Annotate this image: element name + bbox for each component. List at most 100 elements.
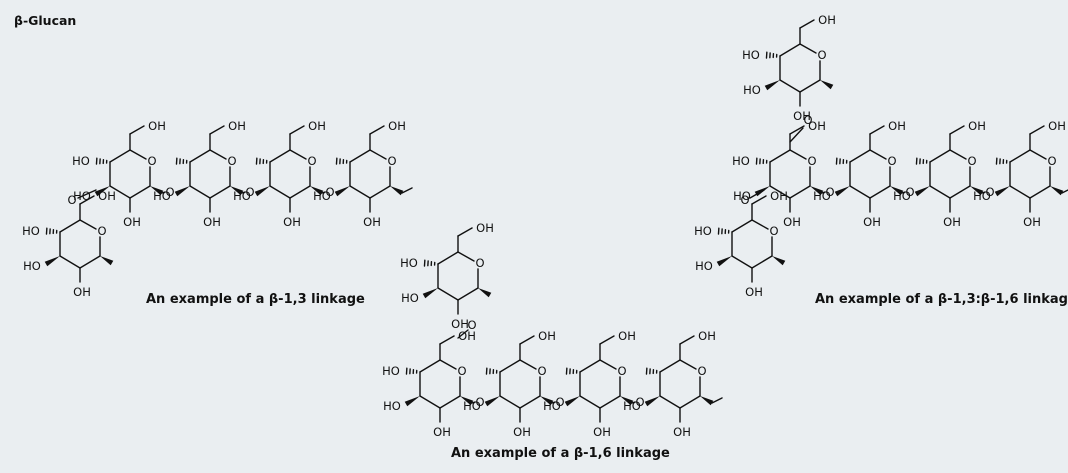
wedge-bond — [810, 186, 824, 196]
bond — [369, 185, 391, 199]
atom-label-o: O — [165, 185, 174, 199]
caption-beta-1-3-1-6: An example of a β-1,3:β-1,6 linkag — [815, 292, 1068, 307]
bond — [109, 185, 131, 199]
bond — [269, 149, 291, 163]
atom-label-oh: OH — [73, 285, 91, 299]
atom-label-oh: OH — [745, 285, 763, 299]
atom-label-o: O — [537, 364, 546, 378]
bond — [749, 189, 765, 199]
atom-label-oh: OH — [308, 119, 326, 133]
bond — [789, 149, 807, 160]
atom-label-ho: HO — [694, 224, 712, 238]
atom-label-ho: HO — [463, 399, 481, 413]
atom-label-ho: HO — [813, 189, 831, 203]
atom-label-oh: OH — [433, 425, 451, 439]
bond — [129, 149, 147, 160]
atom-label-oh: OH — [888, 119, 906, 133]
bond — [289, 125, 305, 135]
bond — [869, 185, 891, 199]
bond — [269, 185, 291, 199]
atom-label-o: O — [227, 154, 236, 168]
atom-label-ho: HO — [383, 399, 401, 413]
atom-label-o: O — [697, 364, 706, 378]
atom-label-oh: OH — [783, 215, 801, 229]
bond — [499, 395, 521, 409]
bond — [437, 287, 459, 301]
bond — [349, 185, 371, 199]
atom-label-oh: OH — [673, 425, 691, 439]
bond — [401, 187, 413, 194]
bond — [289, 149, 307, 160]
bond — [579, 395, 601, 409]
atom-label-oh: OH — [808, 119, 826, 133]
atom-label-o: O — [147, 154, 156, 168]
wedge-bond — [970, 186, 984, 196]
bond — [439, 359, 457, 370]
bond — [751, 219, 769, 230]
wedge-bond — [914, 186, 930, 197]
bond — [349, 149, 371, 163]
bond — [109, 149, 131, 163]
caption-beta-1-6: An example of a β-1,6 linkage — [451, 446, 670, 461]
bond — [519, 335, 535, 345]
wedge-bond — [150, 186, 164, 196]
bond — [419, 395, 441, 409]
wedge-bond — [772, 256, 786, 266]
beta-1-3-1-6-linkage-structure: OOHHOHOOHOOOHHOOHOOOHHOOHOOOHHOOHOOOHHOH… — [694, 13, 1068, 299]
bond — [659, 359, 681, 373]
atom-label-ho: HO — [733, 189, 751, 203]
bond — [161, 191, 166, 194]
bond — [631, 401, 636, 404]
wedge-bond — [834, 186, 850, 197]
atom-label-o: O — [967, 154, 976, 168]
atom-label-oh: OH — [593, 425, 611, 439]
bond — [579, 359, 601, 373]
bond — [1061, 189, 1068, 194]
atom-label-ho: HO — [893, 189, 911, 203]
wedge-bond — [44, 256, 60, 267]
bond — [751, 195, 767, 205]
bond — [1029, 125, 1045, 135]
bond — [289, 185, 311, 199]
bond — [519, 395, 541, 409]
wedge-bond — [460, 396, 474, 406]
wedge-bond — [564, 396, 580, 407]
atom-label-ho: HO — [401, 291, 419, 305]
atom-label-o: O — [475, 256, 484, 270]
atom-label-o: O — [1047, 154, 1056, 168]
atom-label-oh: OH — [770, 189, 788, 203]
bond — [599, 395, 621, 409]
bond — [77, 189, 97, 199]
bond — [439, 335, 455, 345]
bond — [679, 395, 701, 409]
bond — [711, 397, 723, 404]
atom-label-oh: OH — [388, 119, 406, 133]
atom-label-oh: OH — [476, 221, 494, 235]
bond — [849, 185, 871, 199]
bond — [1029, 149, 1047, 160]
bond — [189, 185, 211, 199]
wedge-bond — [700, 396, 714, 406]
bond — [189, 149, 211, 163]
wedge-bond — [94, 186, 110, 197]
bond — [769, 185, 791, 199]
wedge-bond — [484, 396, 500, 407]
bond — [209, 149, 227, 160]
bond — [437, 251, 459, 265]
atom-label-o: O — [387, 154, 396, 168]
atom-label-ho: HO — [153, 189, 171, 203]
atom-label-oh: OH — [513, 425, 531, 439]
bond — [79, 195, 95, 205]
bond — [519, 359, 537, 370]
bond — [129, 125, 145, 135]
bond — [1009, 149, 1031, 163]
atom-label-oh: OH — [698, 329, 716, 343]
wedge-bond — [820, 80, 834, 90]
bond — [369, 125, 385, 135]
bond — [731, 255, 753, 269]
atom-label-o: O — [803, 113, 812, 127]
wedge-bond — [620, 396, 634, 406]
atom-label-o: O — [807, 154, 816, 168]
bond — [599, 335, 615, 345]
